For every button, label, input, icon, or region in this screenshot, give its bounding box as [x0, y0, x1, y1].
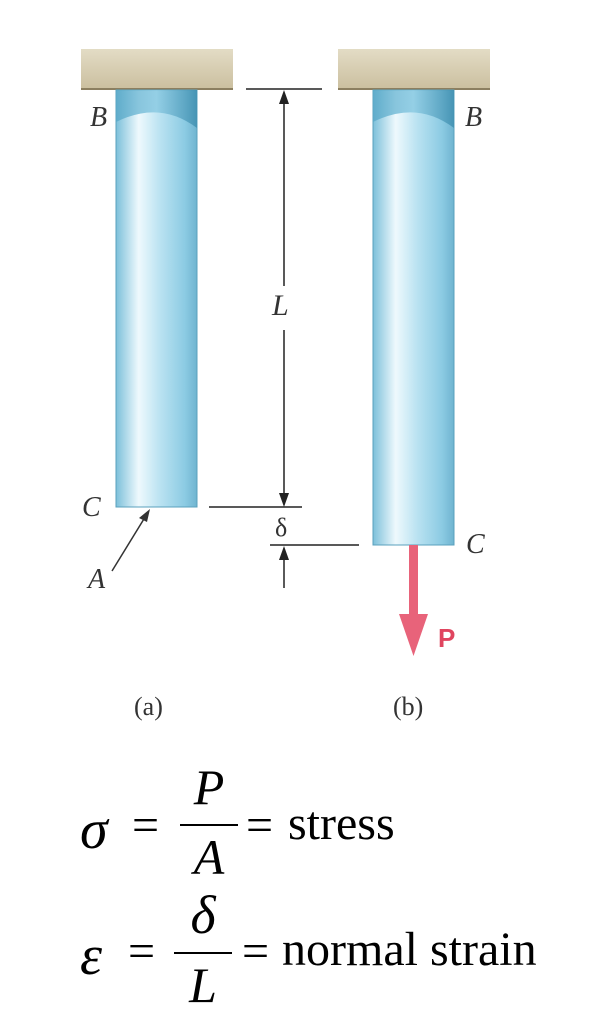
strain-equation: ε = δ L = normal strain [80, 888, 600, 1013]
area-leader-arrowhead [139, 509, 150, 522]
stress-symbol: σ [80, 799, 108, 861]
strain-fraction-bar [174, 952, 232, 954]
stress-equals-1: = [132, 799, 160, 852]
caption-a: (a) [134, 692, 163, 721]
load-arrow-head [399, 614, 428, 656]
load-arrow-shaft [409, 545, 418, 617]
label-b-right: B [465, 102, 482, 133]
dim-elongation-arrow-up [279, 546, 289, 560]
dim-length-arrow-down [279, 493, 289, 507]
strain-equals-2: = [242, 925, 270, 978]
strain-term: normal strain [282, 923, 537, 976]
bar-b [372, 89, 455, 546]
stress-numerator: P [193, 759, 225, 815]
bar-a-group: B C A (a) [81, 49, 233, 721]
label-c-right: C [466, 529, 485, 560]
bar-a-top-shade [116, 90, 197, 128]
bar-b-group: B C P (b) [338, 49, 490, 721]
strain-denominator: L [189, 957, 217, 1013]
strain-symbol: ε [80, 925, 103, 987]
bar-a [115, 89, 198, 508]
label-c-left: C [82, 492, 101, 523]
dimension-group: L δ [209, 88, 359, 588]
caption-b: (b) [393, 692, 423, 721]
label-area: A [86, 564, 106, 595]
dim-length-arrow-up [279, 90, 289, 104]
support-right [338, 49, 490, 89]
support-left [81, 49, 233, 89]
stress-equals-2: = [246, 799, 274, 852]
label-load: P [438, 623, 455, 653]
strain-numerator: δ [190, 885, 216, 945]
label-b-left: B [90, 102, 107, 133]
label-length: L [271, 289, 289, 322]
stress-equation: σ = P A = stress [80, 759, 580, 885]
stress-term: stress [288, 797, 395, 850]
stress-fraction-bar [180, 824, 238, 826]
stress-denominator: A [193, 829, 225, 885]
label-elongation: δ [275, 513, 287, 542]
strain-equals-1: = [128, 925, 156, 978]
bar-b-top-shade [373, 90, 454, 128]
area-leader [111, 513, 148, 572]
